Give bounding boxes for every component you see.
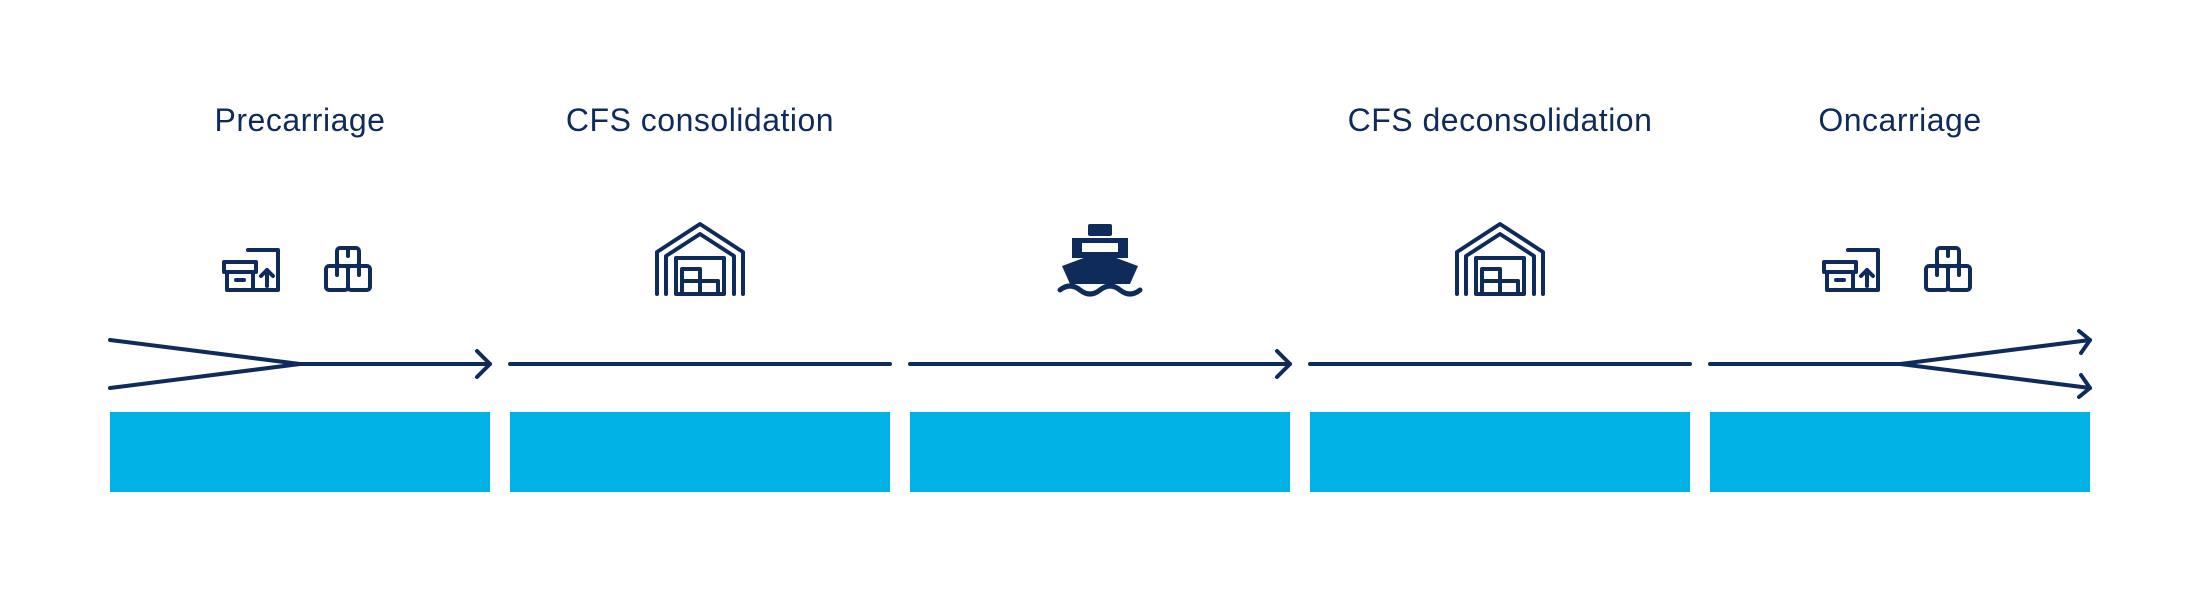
stage-bar-cfs-deconsolidation [1310, 412, 1690, 492]
warehouse-icon [1455, 222, 1545, 296]
stage-bar-precarriage [110, 412, 490, 492]
box-with-arrow-icon [222, 248, 280, 292]
flow-arrow-transport [908, 349, 1292, 379]
stage-bar-oncarriage [1710, 412, 2090, 492]
merge-arrow [108, 338, 492, 390]
stage-label-cfs-deconsolidation: CFS deconsolidation [1347, 102, 1653, 138]
stage-label-cfs-consolidation: CFS consolidation [565, 102, 835, 138]
split-arrow [1708, 329, 2092, 399]
box-with-arrow-icon [1822, 248, 1880, 292]
stacked-boxes-icon [1924, 246, 1972, 292]
warehouse-icon [655, 222, 745, 296]
stage-bar-transport [910, 412, 1290, 492]
stage-label-oncarriage: Oncarriage [1818, 102, 1982, 138]
stage-label-precarriage: Precarriage [214, 102, 386, 138]
stacked-boxes-icon [324, 246, 372, 292]
stage-bar-cfs-consolidation [510, 412, 890, 492]
ship-icon [1057, 224, 1143, 297]
